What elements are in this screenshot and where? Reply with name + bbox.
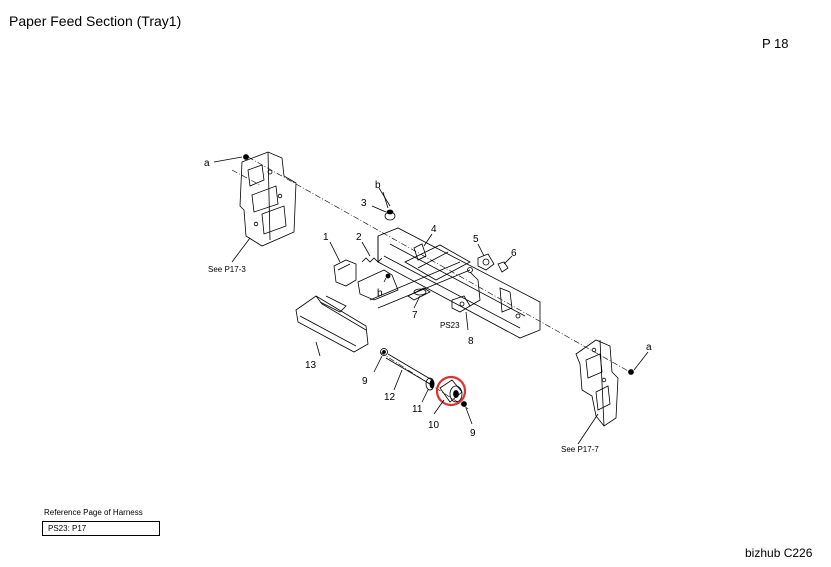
left-side-plate [239,151,297,247]
right-side-plate [575,339,619,445]
callout-9-right: 9 [470,428,476,439]
callout-7: 7 [412,310,418,321]
part-9-e-ring-right [461,401,473,425]
callout-11: 11 [412,404,423,415]
part-8-sensor [451,295,471,331]
callout-3: 3 [361,198,367,209]
page-number: P 18 [762,36,789,51]
harness-reference-box: PS23: P17 [42,521,160,536]
main-frame [357,227,541,339]
part-9-e-ring-left [373,348,388,373]
callout-13: 13 [305,360,317,371]
assembly-axis-lines [231,156,631,411]
callout-b-mid: b [377,288,383,299]
callout-8: 8 [468,336,474,347]
part-7-roller [407,287,431,309]
part-12-shaft [385,353,433,391]
callout-9-left: 9 [362,376,368,387]
part-2-spring [361,241,383,263]
screw-b-top-leader [378,187,391,207]
screw-a-right [628,351,649,375]
callout-b-top: b [375,180,381,191]
part-11-gear [421,377,435,403]
callout-1: 1 [323,232,329,243]
part-4-lever [413,233,433,261]
screw-a-top [213,154,249,163]
harness-reference-heading: Reference Page of Harness [44,508,143,517]
callout-2: 2 [356,232,362,243]
harness-reference-entry: PS23: P17 [48,524,87,533]
part-5-actuator [477,243,495,271]
page-title: Paper Feed Section (Tray1) [9,13,182,29]
callout-12: 12 [384,392,396,403]
callout-4: 4 [431,224,437,235]
callout-a-right: a [646,342,652,353]
callout-10: 10 [428,420,440,431]
callout-see-left: See P17-3 [208,265,246,274]
part-1-bracket [329,241,357,287]
callout-5: 5 [473,234,479,245]
callout-a-top: a [204,158,210,169]
part-13-tray-guide [295,295,369,357]
see-left-leader [231,237,251,263]
highlight-circle [435,375,467,407]
screw-b-mid [383,273,391,283]
part-6-spring [497,255,513,273]
callout-6: 6 [511,248,517,259]
part-10-pickup-roller [433,375,467,415]
part-3-collar [371,191,396,221]
model-name: bizhub C226 [745,546,813,560]
callout-ps23: PS23 [440,321,460,330]
callout-see-right: See P17-7 [561,445,599,454]
